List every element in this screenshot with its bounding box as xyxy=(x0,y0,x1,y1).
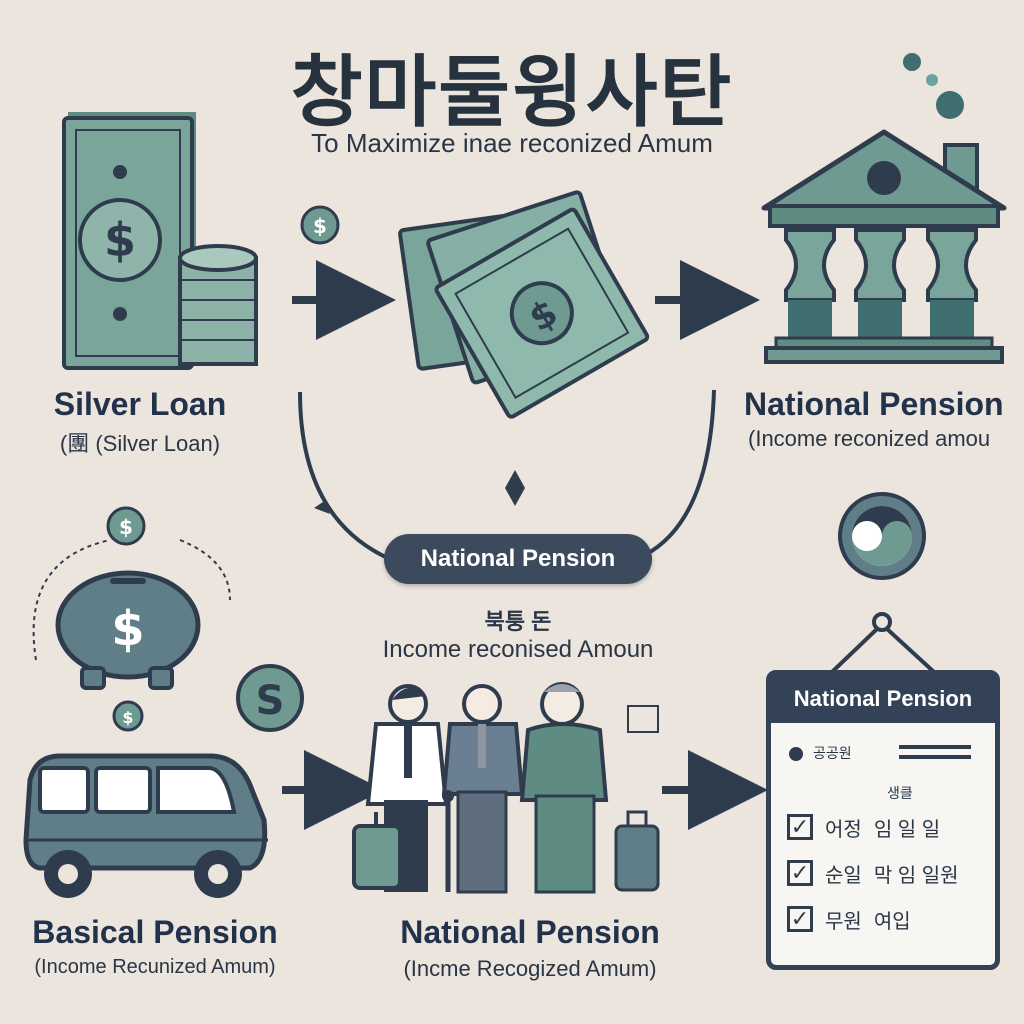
connector-left xyxy=(298,391,393,562)
svg-text:$: $ xyxy=(122,708,133,727)
seniors-group-icon xyxy=(352,682,660,894)
cash-stack-icon: $ xyxy=(62,112,258,370)
center-note-korean: 북퉁 돈 xyxy=(484,609,552,634)
checklist-item-right: 임 일 일 xyxy=(873,818,941,841)
swirl-coin-icon: S xyxy=(236,664,304,732)
car-icon xyxy=(23,753,268,898)
coin-icon: $ xyxy=(300,205,340,245)
checklist-item-left: 무원 xyxy=(825,910,862,933)
korean-emblem-icon xyxy=(838,492,926,580)
checklist-row: ✓ 순일 막 임 일원 xyxy=(787,855,987,891)
fanned-bills-icon: $ xyxy=(398,190,650,419)
basical-pension-sublabel: (Income Recunized Amum) xyxy=(34,956,276,978)
checklist-row: ✓ 어정 임 일 일 xyxy=(787,809,987,845)
document-header: National Pension xyxy=(771,675,995,723)
hanger-icon xyxy=(830,612,936,674)
checkbox-icon: ✓ xyxy=(787,906,813,932)
document-top-row-text: 공공원 xyxy=(813,745,852,761)
page-title: 창마둘윙사탄 xyxy=(290,48,734,136)
svg-text:$: $ xyxy=(104,213,136,267)
connector-arrowhead xyxy=(314,500,330,514)
silver-loan-label: Silver Loan xyxy=(53,386,227,422)
connector-right xyxy=(644,389,716,557)
piggy-bank-icon: $ $ $ xyxy=(32,506,231,732)
svg-text:S: S xyxy=(256,678,285,724)
document-section-label: 생클 xyxy=(887,785,913,801)
pension-bank-icon xyxy=(761,53,1007,364)
page-subtitle: To Maximize inae reconized Amum xyxy=(311,128,713,158)
checklist-item-left: 어정 xyxy=(825,818,862,841)
checklist-item-right: 막 임 일원 xyxy=(873,864,959,887)
checklist-row: ✓ 무원 여입 xyxy=(787,901,987,937)
document-top-row: 공공원 xyxy=(789,743,852,763)
center-note-text: Income reconised Amoun xyxy=(382,636,654,663)
checklist-item-left: 순일 xyxy=(825,864,862,887)
checkbox-icon: ✓ xyxy=(787,814,813,840)
document-lines xyxy=(899,745,971,759)
national-pension-top-sublabel: (Income reconized amou xyxy=(748,426,991,451)
checklist-document-icon: National Pension 공공원 생클 ✓ 어정 임 일 일 ✓ 순일 막 임 일… xyxy=(766,670,1000,970)
national-pension-bottom-sublabel: (Incme Recogized Amum) xyxy=(403,956,657,981)
checklist-item-right: 여입 xyxy=(873,910,911,933)
svg-text:$: $ xyxy=(119,515,133,539)
national-pension-bottom-label: National Pension xyxy=(400,914,660,950)
svg-text:$: $ xyxy=(111,601,144,657)
silver-loan-sublabel: (團 (Silver Loan) xyxy=(59,431,221,456)
national-pension-pill: National Pension xyxy=(384,534,652,584)
diamond-marker xyxy=(505,470,525,506)
basical-pension-label: Basical Pension xyxy=(32,914,278,950)
national-pension-top-label: National Pension xyxy=(744,386,1004,422)
checkbox-icon: ✓ xyxy=(787,860,813,886)
bullet-icon xyxy=(789,747,803,762)
svg-text:$: $ xyxy=(313,214,327,238)
